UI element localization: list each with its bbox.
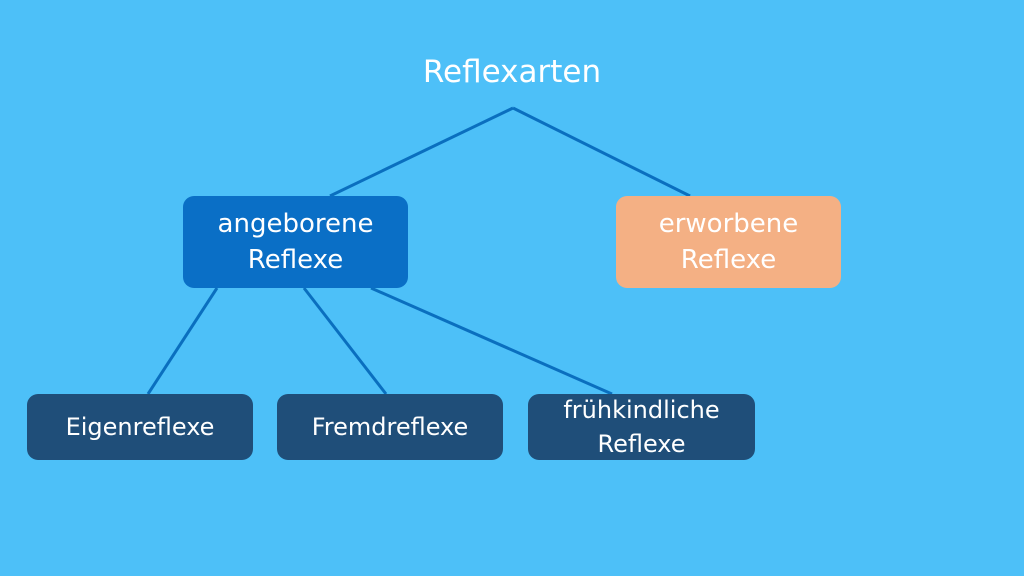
node-foreign-label: Fremdreflexe [311,413,469,441]
node-infant-reflexes: frühkindliche Reflexe [528,394,755,460]
node-infant-line2: Reflexe [597,430,686,458]
diagram-title: Reflexarten [422,54,602,90]
node-innate-line2: Reflexe [247,245,344,275]
node-acquired-reflexes: erworbene Reflexe [616,196,841,288]
node-acquired-line1: erworbene [658,209,799,239]
node-own-label: Eigenreflexe [65,413,215,441]
connector-innate-foreign [302,287,388,395]
connector-root-innate [329,106,514,198]
node-foreign-reflexes: Fremdreflexe [277,394,503,460]
node-innate-reflexes: angeborene Reflexe [183,196,408,288]
connector-innate-own [146,287,219,395]
node-infant-line1: frühkindliche [563,396,720,424]
node-acquired-line2: Reflexe [680,245,777,275]
connector-root-acquired [512,106,691,198]
connector-innate-infant [370,286,613,396]
node-own-reflexes: Eigenreflexe [27,394,253,460]
node-innate-line1: angeborene [217,209,374,239]
